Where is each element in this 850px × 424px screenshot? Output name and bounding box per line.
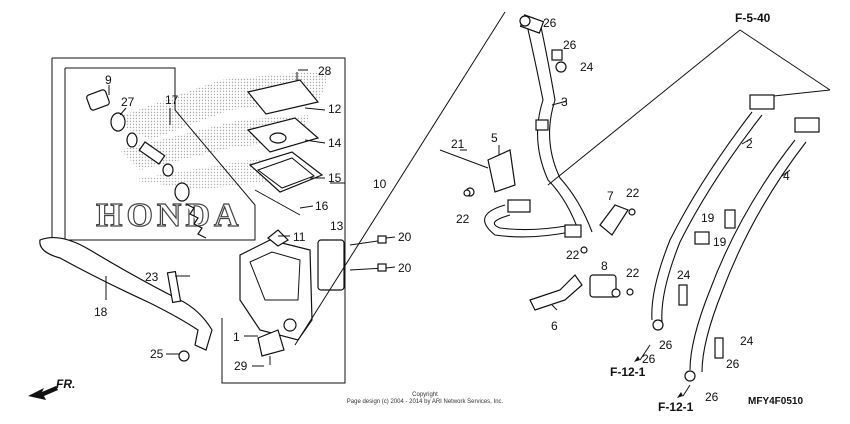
leader-line-f540 [547,29,741,186]
callout-21: 21 [451,137,465,151]
front-arrow-icon [28,386,58,400]
callout-4: 4 [783,169,790,183]
piston-kit [86,89,207,239]
reservoir-parts [246,72,324,216]
callout-22b: 22 [626,186,640,200]
callout-20a: 20 [398,230,412,244]
callout-26b: 26 [563,38,577,52]
callout-27: 27 [121,95,135,109]
brake-hose-lower [484,199,582,238]
callout-9: 9 [105,73,112,87]
callout-26a: 26 [543,16,557,30]
callout-12: 12 [328,102,342,116]
callout-29: 29 [234,359,248,373]
callout-11: 11 [293,230,306,244]
copyright-text: Page design (c) 2004 - 2014 by ARI Netwo… [347,399,504,405]
callouts: 9 27 17 28 12 14 15 10 16 13 11 20 20 23… [94,16,790,404]
callout-8: 8 [601,259,608,273]
diagram-code: MFY4F0510 [748,396,803,407]
master-cylinder-body [239,229,345,365]
ref-f121b[interactable]: F-12-1 [658,400,694,414]
clamp-7 [599,204,629,236]
reference-labels: F-5-40 F-12-1 F-12-1 [610,11,771,414]
callout-1: 1 [233,330,240,344]
callout-24a: 24 [580,60,594,74]
joint-8 [589,274,621,298]
callout-26e: 26 [726,357,740,371]
callout-6: 6 [551,319,558,333]
bolts-20 [349,235,387,272]
callout-leaders [105,69,791,367]
callout-24b: 24 [677,268,691,282]
callout-28: 28 [318,64,332,78]
ref-f540[interactable]: F-5-40 [735,11,771,25]
leader-line-f540-b [739,29,831,91]
callout-15: 15 [328,171,342,185]
brake-hose-3 [519,14,593,236]
brake-lever [39,237,213,362]
callout-5: 5 [491,131,498,145]
bolts-22 [463,189,636,296]
callout-3: 3 [561,95,568,109]
joint-bracket-5 [439,149,516,197]
callout-16: 16 [315,199,329,213]
callout-20b: 20 [398,261,412,275]
front-direction-indicator: FR. [28,377,75,400]
callout-17: 17 [165,93,179,107]
callout-13: 13 [330,219,344,233]
callout-22a: 22 [456,212,470,226]
leader-line-upper [294,11,506,346]
copyright-block: Copyright Page design (c) 2004 - 2014 by… [347,392,504,405]
callout-10: 10 [373,177,387,191]
callout-18: 18 [94,305,108,319]
callout-19a: 19 [701,211,715,225]
callout-22c: 22 [566,248,580,262]
callout-7: 7 [607,189,614,203]
hose-fittings [519,15,736,382]
master-cylinder-frame [51,57,346,384]
copyright-title: Copyright [412,392,438,398]
brake-hose-2 [651,94,775,323]
callout-22d: 22 [626,266,640,280]
callout-24c: 24 [740,334,754,348]
brake-hose-4 [689,117,820,373]
callout-2: 2 [746,137,753,151]
ref-f121a[interactable]: F-12-1 [610,365,646,379]
callout-23: 23 [145,270,159,284]
callout-19b: 19 [713,235,727,249]
bracket-6 [529,274,583,311]
callout-25: 25 [150,347,164,361]
callout-26c: 26 [659,338,673,352]
callout-26f: 26 [705,390,719,404]
front-direction-label: FR. [56,377,75,391]
honda-watermark-text: HONDA [96,197,243,234]
callout-26d: 26 [642,352,656,366]
callout-14: 14 [328,136,342,150]
